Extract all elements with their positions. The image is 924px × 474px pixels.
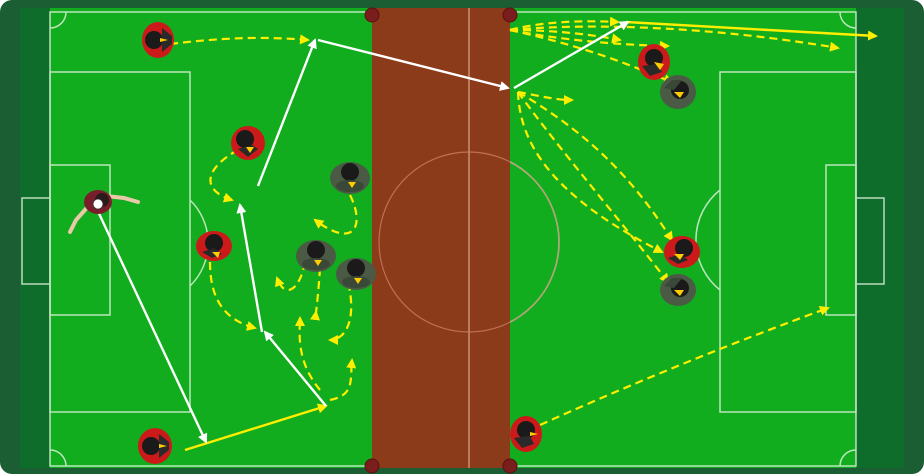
pole-marker [503,459,517,473]
left-edge-band [20,8,50,468]
player-red[interactable] [196,231,232,261]
player-grey[interactable] [296,240,336,272]
right-edge-band [856,8,904,468]
player-grey[interactable] [660,75,696,109]
player-red[interactable] [142,22,174,58]
player-red[interactable] [231,126,265,160]
pole-marker [365,459,379,473]
player-red[interactable] [510,416,542,452]
player-grey[interactable] [330,162,370,194]
center-strip [372,8,510,468]
player-grey[interactable] [336,258,376,290]
pole-marker [365,8,379,22]
pole-marker [503,8,517,22]
player-red[interactable] [638,44,670,80]
player-red[interactable] [664,236,700,268]
player-red[interactable] [138,428,172,464]
ball-icon [93,199,103,209]
player-grey[interactable] [660,274,696,306]
